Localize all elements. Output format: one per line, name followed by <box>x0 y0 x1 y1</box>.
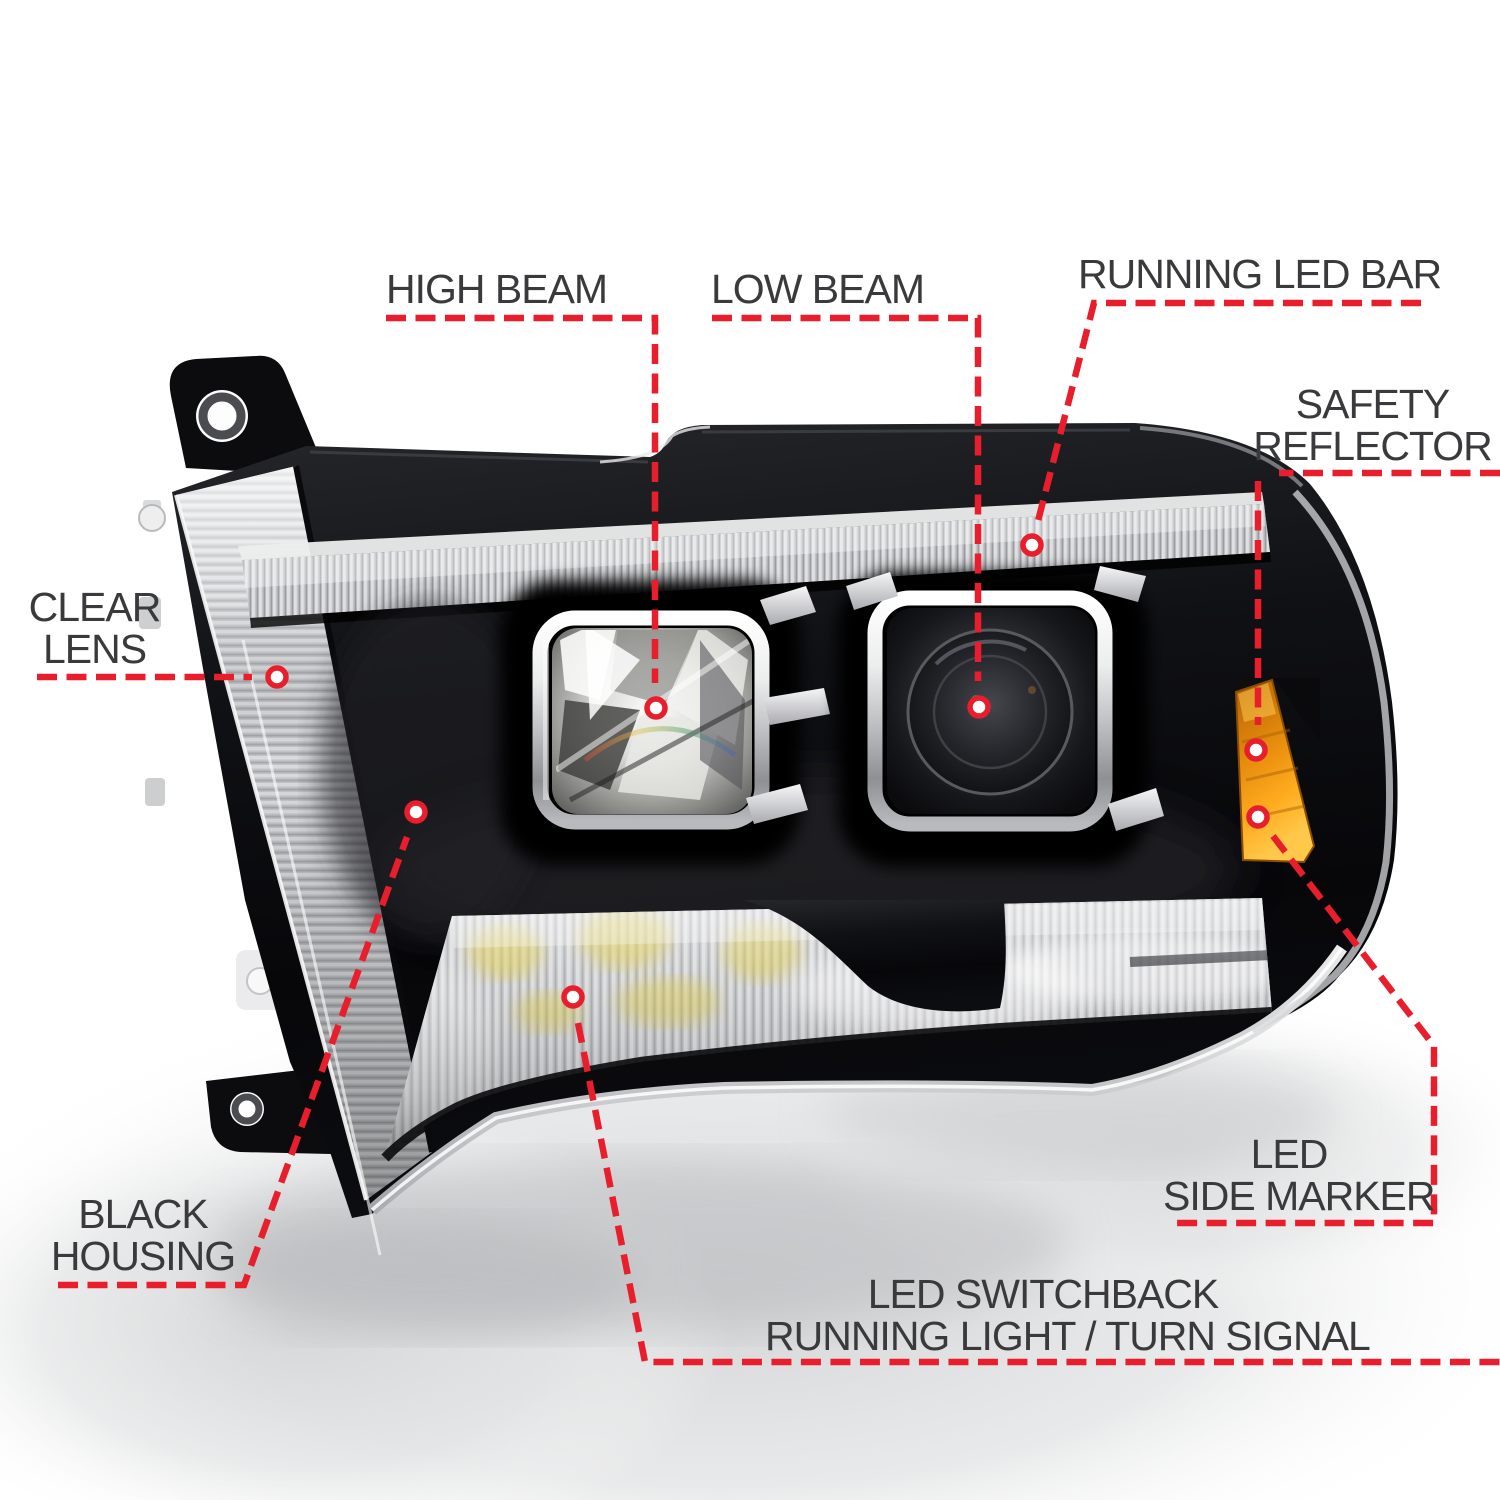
chrome-trim <box>368 489 1394 1215</box>
callout-dot-black-housing <box>404 800 428 824</box>
label-black-housing-line1: BLACK <box>78 1191 208 1237</box>
label-clear-lens: CLEAR LENS <box>2 586 187 670</box>
label-black-housing-line2: HOUSING <box>50 1233 236 1279</box>
callout-dot-high-beam <box>644 696 668 720</box>
label-high-beam-text: HIGH BEAM <box>386 266 608 312</box>
callout-high-beam <box>386 314 668 720</box>
callout-dot-led-switchback <box>561 985 585 1009</box>
label-safety-reflector-line2: REFLECTOR <box>1253 423 1493 469</box>
high-beam-projector <box>500 580 830 865</box>
callout-line-led-side-marker <box>1168 834 1438 1227</box>
label-low-beam-text: LOW BEAM <box>711 266 925 312</box>
low-beam-projector <box>838 566 1164 867</box>
label-led-side-marker: LED SIDE MARKER <box>1163 1131 1436 1219</box>
callout-safety-reflector <box>1244 469 1500 762</box>
label-clear-lens-line1: CLEAR <box>28 584 162 630</box>
callout-line-high-beam <box>386 314 659 683</box>
housing-step-highlight <box>599 425 711 464</box>
callout-line-safety-reflector <box>1254 469 1500 725</box>
label-led-side-marker-line2: SIDE MARKER <box>1163 1173 1436 1219</box>
callout-dot-clear-lens <box>265 665 289 689</box>
label-running-led-bar-text: RUNNING LED BAR <box>1078 251 1442 297</box>
callout-line-black-housing <box>58 835 411 1289</box>
label-high-beam: HIGH BEAM <box>386 266 608 312</box>
label-led-switchback: LED SWITCHBACK RUNNING LIGHT / TURN SIGN… <box>765 1271 1371 1359</box>
callout-dot-running-led-bar <box>1020 533 1044 557</box>
callout-black-housing <box>58 800 428 1289</box>
callout-dot-safety-reflector <box>1244 738 1268 762</box>
label-led-side-marker-line1: LED <box>1250 1131 1329 1177</box>
callout-running-led-bar <box>1020 299 1421 557</box>
label-low-beam: LOW BEAM <box>711 266 925 312</box>
label-running-led-bar: RUNNING LED BAR <box>1078 251 1442 297</box>
label-black-housing: BLACK HOUSING <box>18 1193 268 1277</box>
label-clear-lens-line2: LENS <box>42 626 147 672</box>
mounting-tab-top <box>169 355 317 472</box>
callout-led-side-marker <box>1168 805 1438 1227</box>
label-safety-reflector-line1: SAFETY <box>1295 381 1450 427</box>
recess-shading-left <box>320 600 540 940</box>
label-led-switchback-line1: LED SWITCHBACK <box>867 1271 1220 1317</box>
callout-line-led-switchback <box>574 1022 1500 1366</box>
clear-lens-band <box>174 465 435 1256</box>
callout-line-low-beam <box>712 314 982 681</box>
callout-line-running-led-bar <box>1034 299 1421 522</box>
callout-dot-low-beam <box>967 695 991 719</box>
callout-led-switchback <box>561 985 1500 1366</box>
callout-low-beam <box>712 314 991 719</box>
callout-dot-led-side-marker <box>1246 805 1270 829</box>
callout-clear-lens <box>37 665 289 689</box>
label-led-switchback-line2: RUNNING LIGHT / TURN SIGNAL <box>765 1313 1371 1359</box>
label-safety-reflector: SAFETY REFLECTOR <box>1250 383 1495 467</box>
